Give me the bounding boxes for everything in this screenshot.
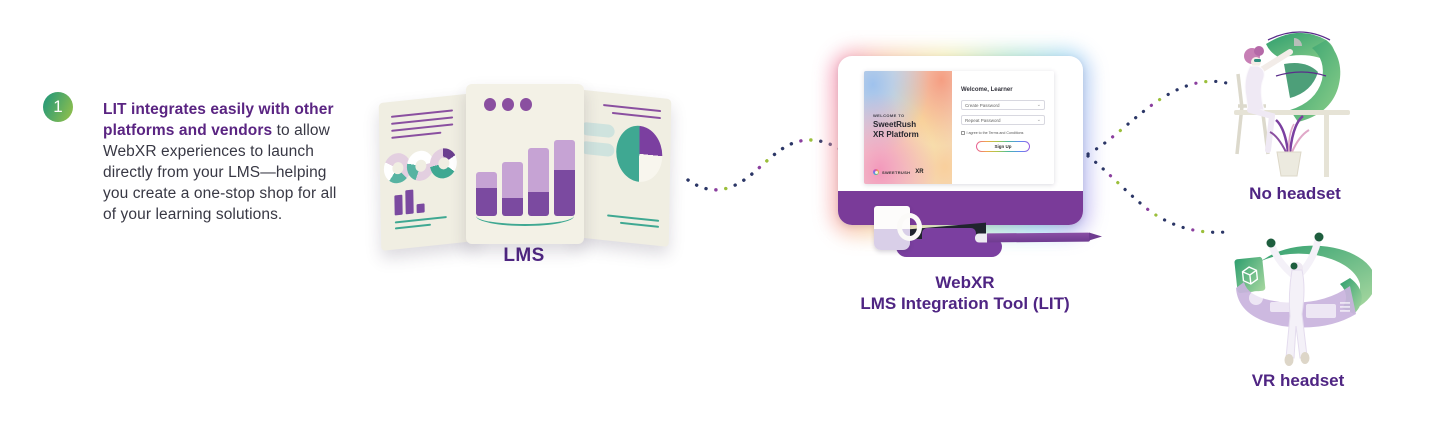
bar-chart — [476, 140, 575, 216]
ring-back-band — [1252, 245, 1372, 306]
create-password-field: Create Password ⌄ — [961, 100, 1045, 110]
connector-lms-to-lit — [686, 138, 850, 192]
donut-charts — [383, 146, 458, 185]
welcome-to-text: WELCOME TO — [873, 113, 905, 118]
xr-logo: XR — [915, 169, 924, 175]
pencil-illustration — [985, 232, 1091, 243]
monitor-stand-base — [896, 239, 1002, 257]
platform-title: SweetRush XR Platform — [873, 120, 919, 139]
lms-panel-right — [566, 89, 672, 247]
person — [1244, 46, 1293, 153]
brand-logos: SWEETRUSH XR — [873, 169, 924, 175]
step-description-bold: LIT integrates easily with other platfor… — [103, 101, 334, 140]
checkbox-icon — [961, 131, 965, 135]
monitor-screen: WELCOME TO SweetRush XR Platform SWEETRU… — [838, 56, 1083, 225]
lms-panel-left — [378, 93, 478, 251]
lit-monitor-illustration: WELCOME TO SweetRush XR Platform SWEETRU… — [831, 50, 1091, 266]
sweetrush-wordmark: SWEETRUSH — [882, 169, 911, 175]
login-heading: Welcome, Learner — [961, 87, 1013, 93]
mug-illustration — [874, 206, 922, 250]
lms-label: LMS — [503, 245, 545, 266]
connector-lit-to-vr-headset — [1086, 154, 1228, 234]
step-number: 1 — [53, 97, 63, 116]
step-description: LIT integrates easily with other platfor… — [103, 99, 337, 225]
lms-illustration: LMS — [378, 82, 672, 272]
no-headset-illustration — [1234, 31, 1350, 177]
ring-front-details — [1249, 291, 1350, 318]
login-gradient-pane: WELCOME TO SweetRush XR Platform SWEETRU… — [864, 71, 952, 184]
sweetrush-logo-icon — [873, 169, 879, 175]
mini-bar-chart — [394, 188, 425, 216]
terms-label: I agree to the Terms and Conditions — [966, 131, 1024, 135]
login-form-pane: Welcome, Learner Create Password ⌄ Repea… — [952, 71, 1054, 184]
no-headset-label: No headset — [1249, 184, 1341, 203]
person-top-view — [1266, 232, 1324, 366]
terms-row: I agree to the Terms and Conditions — [961, 131, 1045, 135]
potted-plant — [1269, 115, 1310, 177]
sign-up-button: Sign Up — [976, 141, 1030, 152]
curved-screen — [1266, 31, 1341, 122]
login-card: WELCOME TO SweetRush XR Platform SWEETRU… — [864, 71, 1054, 184]
decorative-dots — [484, 98, 532, 111]
repeat-password-field: Repeat Password ⌄ — [961, 115, 1045, 125]
pie-chart — [615, 123, 663, 185]
lit-label: WebXR LMS Integration Tool (LIT) — [860, 273, 1070, 314]
step-description-rest: to allow WebXR experiences to launch dir… — [103, 122, 337, 224]
step-number-badge: 1 — [43, 92, 73, 122]
lms-panel-middle — [466, 84, 584, 244]
vr-headset-illustration — [1234, 232, 1372, 366]
connector-lit-to-no-headset — [1086, 79, 1232, 156]
vr-headset-label: VR headset — [1251, 371, 1345, 390]
